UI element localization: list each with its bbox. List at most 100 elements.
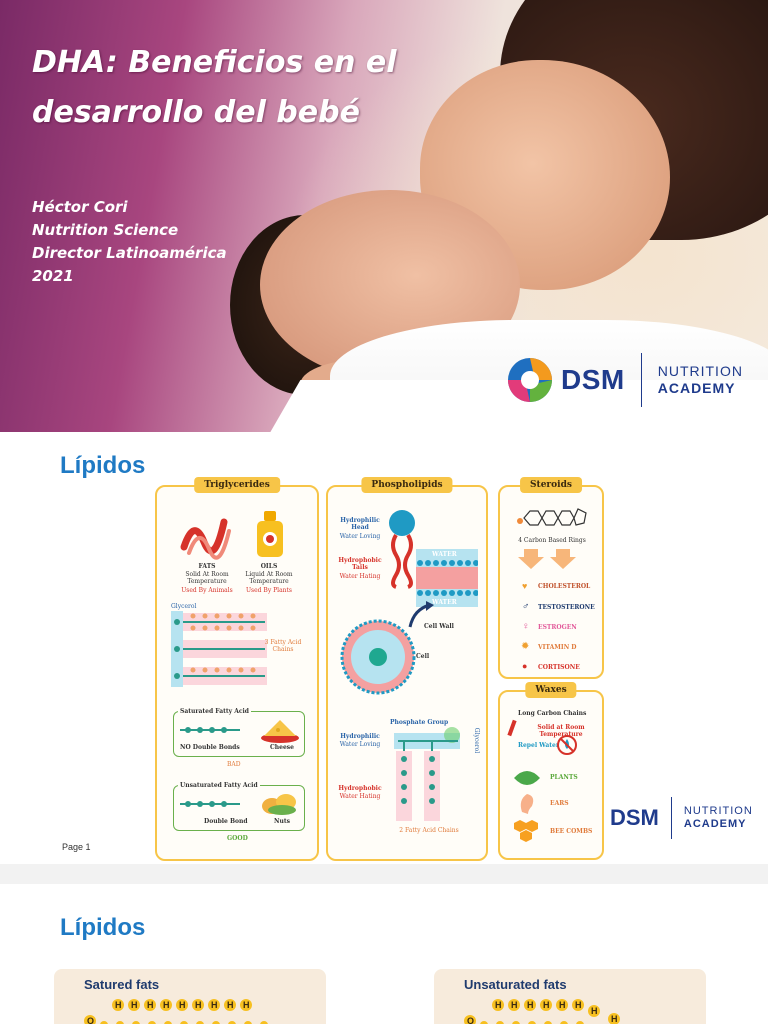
good-label: GOOD xyxy=(227,835,248,842)
tails-sub-label: Water Hating xyxy=(339,573,381,580)
page-number-label: Page 1 xyxy=(62,842,91,852)
hydrophobic-tails-label: Hydrophobic Tails xyxy=(338,557,382,571)
dsm-mark-icon xyxy=(508,358,552,402)
leaf-icon xyxy=(514,771,540,785)
heart-icon: ♥ xyxy=(522,581,528,591)
svg-text:H: H xyxy=(195,1000,202,1010)
author-name: Héctor Cori xyxy=(32,198,128,216)
nuts-label: Nuts xyxy=(274,818,290,825)
unsaturated-fatty-acid-box: Unsaturated Fatty Acid Double Bond Nuts xyxy=(173,782,305,831)
steroids-tag: Steroids xyxy=(520,477,582,493)
logo-line-1: NUTRITION xyxy=(657,363,743,379)
thermometer-icon xyxy=(507,719,517,737)
glycerol-vertical-label: Glycerol xyxy=(473,727,481,754)
svg-text:H: H xyxy=(115,1000,122,1010)
cheese-label: Cheese xyxy=(270,744,294,751)
long-chains-label: Long Carbon Chains xyxy=(518,710,587,717)
phospholipids-tag: Phospholipids xyxy=(361,477,453,493)
wax-item-3: BEE COMBS xyxy=(550,828,593,835)
slide-heading-2: Lípidos xyxy=(60,914,146,941)
logo-divider xyxy=(640,353,642,407)
waxes-panel: Waxes Long Carbon Chains Solid at Room T… xyxy=(498,682,604,860)
hydrophilic-label: Hydrophilic xyxy=(340,733,380,740)
phospholipid-structure-icon xyxy=(394,727,460,821)
steroid-item-4: VITAMIN D xyxy=(538,644,577,651)
wax-item-1: PLANTS xyxy=(550,774,578,781)
phospholipids-panel: Phospholipids Hydrophilic Head Water Lov… xyxy=(326,477,488,861)
hydrophobic-label: Hydrophobic xyxy=(338,785,382,792)
logo-divider-small xyxy=(670,797,672,839)
nutrition-academy-text: NUTRITION ACADEMY xyxy=(658,363,743,397)
nuts-icon xyxy=(262,794,296,815)
slide-heading: Lípidos xyxy=(60,452,146,479)
cell-label: Cell xyxy=(416,653,430,660)
honeycomb-icon xyxy=(514,820,538,842)
svg-text:H: H xyxy=(543,1000,550,1010)
wax-item-2: EARS xyxy=(550,800,569,807)
no-double-bonds-label: NO Double Bonds xyxy=(180,744,240,751)
saturated-title: Saturated Fatty Acid xyxy=(178,708,251,715)
svg-text:H: H xyxy=(163,1000,170,1010)
female-symbol-icon: ♀ xyxy=(522,621,530,632)
hydrophobic-sub-label: Water Hating xyxy=(339,793,381,800)
bad-label: BAD xyxy=(227,761,241,768)
svg-text:H: H xyxy=(131,1000,138,1010)
oils-source: Used By Plants xyxy=(245,587,293,594)
water-top-label: WATER xyxy=(432,551,457,558)
nutrition-academy-small: NUTRITION ACADEMY xyxy=(684,805,753,831)
oils-desc: Liquid At Room Temperature xyxy=(245,571,293,585)
logo-small-line-2: ACADEMY xyxy=(683,818,747,830)
slide-title: DHA: Beneficios en el desarrollo del beb… xyxy=(32,45,397,130)
svg-text:H: H xyxy=(227,1000,234,1010)
sun-icon: ✹ xyxy=(521,641,530,652)
svg-text:H: H xyxy=(575,1000,582,1010)
dsm-logo: DSM NUTRITION ACADEMY xyxy=(505,352,743,408)
cheese-icon xyxy=(261,720,299,743)
svg-text:H: H xyxy=(591,1006,598,1016)
repel-water-label: Repel Water xyxy=(518,742,560,749)
svg-text:O: O xyxy=(467,1016,474,1024)
water-bottom-label: WATER xyxy=(432,599,457,606)
hydrophilic-head-label: Hydrophilic Head xyxy=(340,517,380,531)
lipids-infographic-slide: Lípidos Triglycerides FATS Solid At Room… xyxy=(0,432,768,864)
svg-text:H: H xyxy=(147,1000,154,1010)
down-arrows-icon xyxy=(518,549,576,569)
two-chains-label: 2 Fatty Acid Chains xyxy=(399,827,459,834)
logo-small-line-1: NUTRITION xyxy=(683,805,753,817)
oils-label: OILS xyxy=(260,563,278,570)
solid-room-temp-label: Solid at Room Temperature xyxy=(537,724,585,738)
svg-text:H: H xyxy=(611,1014,618,1024)
saturated-fatty-acid-box: Saturated Fatty Acid NO Double Bonds Che… xyxy=(173,708,305,757)
svg-text:H: H xyxy=(211,1000,218,1010)
svg-text:H: H xyxy=(511,1000,518,1010)
fats-source: Used By Animals xyxy=(181,587,233,594)
steroid-item-2: TESTOSTERONE xyxy=(538,604,595,611)
author-role-1: Nutrition Science xyxy=(32,221,179,239)
fats-label: FATS xyxy=(198,563,216,570)
author-year: 2021 xyxy=(32,267,74,285)
svg-text:H: H xyxy=(527,1000,534,1010)
dsm-logo-small: DSM NUTRITION ACADEMY xyxy=(610,772,768,864)
hydrophilic-sub-label: Water Loving xyxy=(339,741,381,748)
dsm-wordmark: DSM xyxy=(561,364,625,395)
unsaturated-chain-icon xyxy=(180,801,240,807)
bilayer-icon xyxy=(416,549,478,607)
steroid-item-5: CORTISONE xyxy=(538,664,580,671)
steroid-item-3: ESTROGEN xyxy=(538,624,577,631)
three-chains-label: 3 Fatty Acid Chains xyxy=(264,639,302,653)
carbon-rings-label: 4 Carbon Based Rings xyxy=(518,537,586,544)
saturated-fats-title: Satured fats xyxy=(84,977,160,992)
triglycerides-panel: Triglycerides FATS Solid At Room Tempera… xyxy=(155,477,319,861)
steroid-item-1: CHOLESTEROL xyxy=(538,583,591,590)
steroids-panel: Steroids 4 Carbon Based Rings ♥ CHOLESTE… xyxy=(498,477,604,679)
drop-icon: ● xyxy=(522,661,528,671)
svg-text:O: O xyxy=(87,1016,94,1024)
phospholipid-molecule-icon xyxy=(389,510,415,589)
bacon-and-oil-icon xyxy=(180,511,283,560)
saturated-chain-icon xyxy=(180,727,240,733)
